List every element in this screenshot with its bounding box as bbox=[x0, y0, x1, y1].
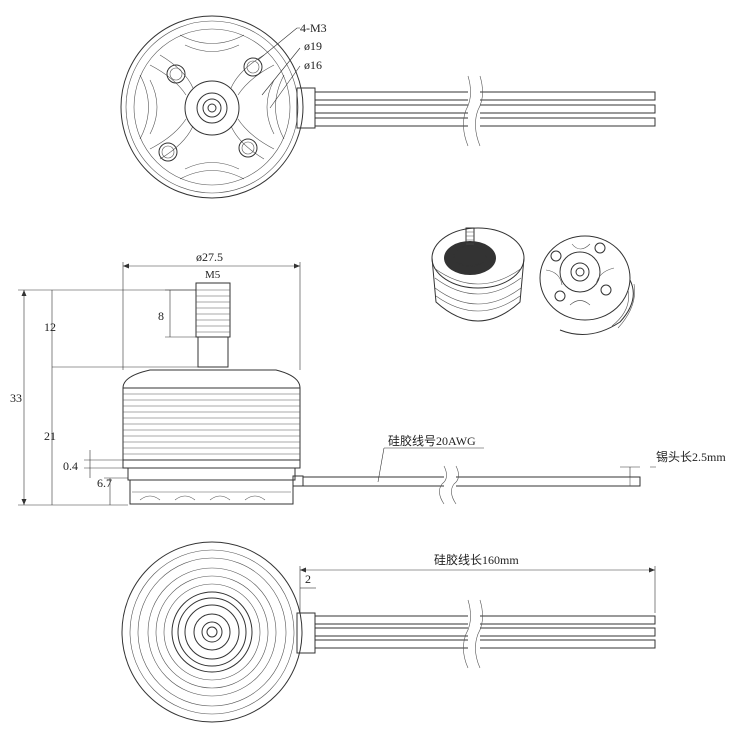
bottom-view: 硅胶线长160mm 2 bbox=[121, 541, 656, 723]
thread-label: M5 bbox=[205, 269, 221, 281]
wire-offset-label: 2 bbox=[305, 572, 311, 586]
iso-views bbox=[431, 227, 635, 335]
side-wire bbox=[303, 476, 641, 487]
pcd-outer-label: ø19 bbox=[304, 39, 322, 53]
base-gap-label: 0.4 bbox=[63, 459, 78, 473]
hole-label: 4-M3 bbox=[300, 21, 327, 35]
wire-length-label: 硅胶线长160mm bbox=[434, 552, 519, 567]
top-view-wires bbox=[315, 75, 656, 147]
diameter-label: ø27.5 bbox=[196, 250, 223, 264]
bell-fins bbox=[123, 393, 300, 455]
total-height-label: 33 bbox=[10, 391, 22, 405]
motor-base bbox=[129, 479, 294, 505]
iso-view-shaft bbox=[431, 227, 525, 322]
top-view: 4-M3 ø19 ø16 bbox=[120, 15, 656, 199]
tin-length-label: 锡头长2.5mm bbox=[656, 449, 726, 464]
iso-view-face bbox=[539, 235, 635, 335]
shaft-thread bbox=[195, 282, 231, 338]
shaft-height-label: 12 bbox=[44, 320, 56, 334]
shaft-neck bbox=[197, 336, 229, 368]
side-view: ø27.5 M5 8 33 12 21 0.4 6.7 硅胶线号20AWG 锡头… bbox=[10, 250, 726, 506]
body-height-label: 21 bbox=[44, 429, 56, 443]
wire-gauge-label: 硅胶线号20AWG bbox=[388, 433, 476, 448]
top-view-outer-ring bbox=[120, 15, 304, 199]
shaft-length-label: 8 bbox=[158, 309, 164, 323]
mounting-holes bbox=[158, 57, 263, 162]
top-view-hub bbox=[184, 80, 240, 136]
top-view-spokes bbox=[139, 34, 285, 180]
bottom-view-outer-ring bbox=[121, 541, 303, 723]
pcd-inner-label: ø16 bbox=[304, 58, 322, 72]
base-height-label: 6.7 bbox=[97, 476, 112, 490]
bottom-view-wires bbox=[315, 599, 656, 669]
